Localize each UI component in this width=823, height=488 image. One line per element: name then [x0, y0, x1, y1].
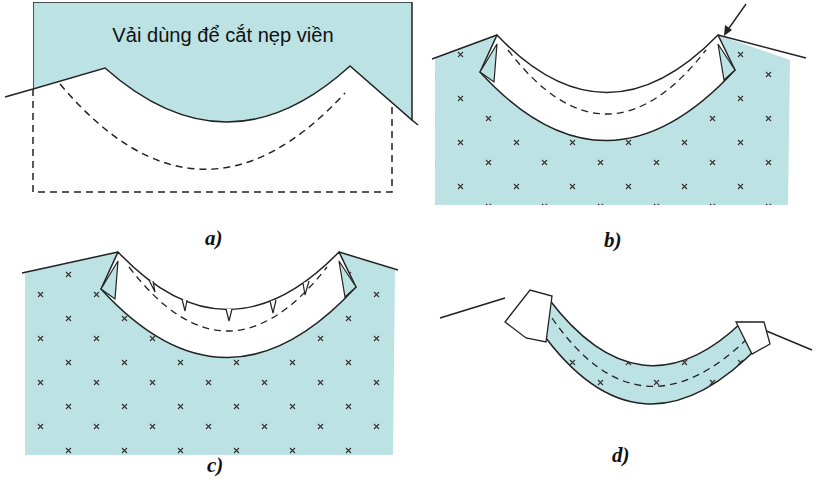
clip-notches — [149, 280, 309, 321]
panel-label: b) — [604, 228, 622, 253]
arrow-head — [724, 25, 732, 36]
garment-fabric — [435, 35, 790, 205]
panel-b — [432, 4, 806, 205]
facing-strip — [101, 252, 356, 358]
shoulder-line — [718, 35, 806, 58]
panel-label: d) — [612, 443, 630, 468]
panel-label: c) — [207, 453, 223, 478]
shoulder-line — [412, 120, 418, 125]
pointer-arrow — [727, 4, 746, 31]
fabric-outline — [33, 2, 413, 127]
shoulder-line — [339, 252, 398, 270]
fabric-piece: Vải dùng để cắt nẹp viền — [33, 2, 413, 127]
shoulder-line — [440, 298, 505, 318]
panel-d — [440, 290, 812, 404]
shoulder-line — [22, 252, 118, 273]
fabric-shape — [33, 2, 412, 122]
seam-line — [552, 318, 750, 386]
facing-turned — [540, 298, 760, 404]
shoulder-line — [5, 89, 33, 97]
facing-end-fold — [736, 322, 770, 354]
garment-fabric — [25, 252, 395, 455]
fabric-caption: Vải dùng để cắt nẹp viền — [33, 24, 413, 47]
panel-c — [22, 252, 398, 455]
panel-label: a) — [205, 226, 223, 251]
facing-strip — [480, 35, 735, 141]
facing-end-fold — [505, 290, 552, 342]
